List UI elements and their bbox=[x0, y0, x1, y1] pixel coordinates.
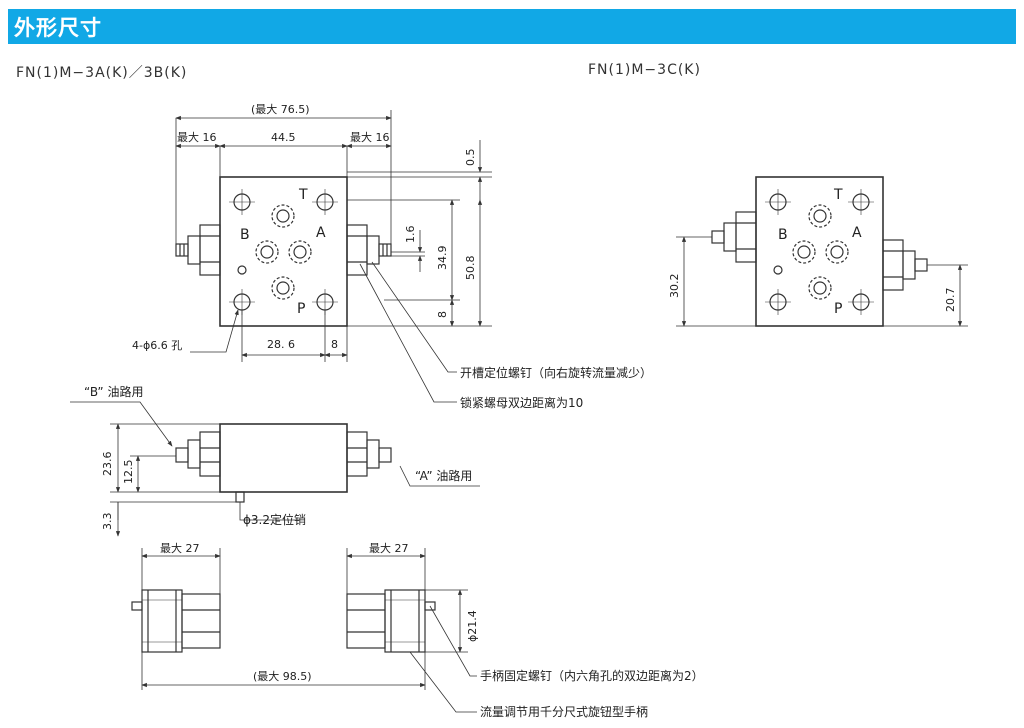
dim-right-max: 最大 16 bbox=[350, 130, 390, 144]
dim-left-max: 最大 16 bbox=[177, 130, 217, 144]
port-label-a: A bbox=[852, 225, 862, 241]
note-b-oil: “B” 油路用 bbox=[84, 384, 143, 399]
page-title: 外形尺寸 bbox=[14, 16, 102, 40]
dim-overall-max: (最大 76.5) bbox=[251, 102, 310, 116]
port-label-b: B bbox=[778, 227, 788, 243]
knob-view bbox=[131, 589, 436, 653]
note-lock-nut: 锁紧螺母双边距离为10 bbox=[460, 395, 583, 410]
port-label-b: B bbox=[240, 227, 250, 243]
port-label-a: A bbox=[316, 225, 326, 241]
dims-knob bbox=[141, 548, 477, 713]
note-knob: 流量调节用千分尺式旋钮型手柄 bbox=[480, 704, 648, 719]
dim-knob-right: 最大 27 bbox=[369, 541, 409, 555]
note-a-oil: “A” 油路用 bbox=[415, 468, 472, 483]
port-label-p: P bbox=[834, 301, 842, 317]
dim-knob-dia: ϕ21.4 bbox=[466, 610, 479, 642]
dims-3c bbox=[676, 236, 968, 327]
dim-holes: 4-ϕ6.6 孔 bbox=[132, 339, 182, 352]
dims-3a bbox=[175, 110, 492, 403]
note-slot-screw: 开槽定位螺钉（向右旋转流量减少） bbox=[460, 365, 652, 380]
dim-8-right: 8 bbox=[436, 311, 449, 318]
dim-50-8: 50.8 bbox=[464, 256, 477, 281]
dim-12-5: 12.5 bbox=[122, 460, 135, 485]
dim-23-6: 23.6 bbox=[101, 452, 114, 477]
dim-8-bottom: 8 bbox=[331, 338, 338, 351]
valve-front-view-3c bbox=[711, 176, 928, 327]
dim-knob-left: 最大 27 bbox=[160, 541, 200, 555]
port-label-t: T bbox=[833, 187, 843, 203]
dim-c-30-2: 30.2 bbox=[668, 274, 681, 299]
dim-c-20-7: 20.7 bbox=[944, 288, 957, 313]
port-label-p: P bbox=[297, 301, 305, 317]
dim-28-6: 28. 6 bbox=[267, 338, 295, 351]
dim-34-9: 34.9 bbox=[436, 246, 449, 271]
model-label-3c: FN(1)M−3C(K) bbox=[588, 62, 701, 78]
dim-text-3a: (最大 76.5) 最大 16 44.5 最大 16 0.5 1.6 34.9 … bbox=[132, 102, 652, 410]
port-label-t: T bbox=[298, 187, 308, 203]
dim-3-3: 3.3 bbox=[101, 513, 114, 531]
dims-side bbox=[70, 401, 480, 537]
note-handle-screw: 手柄固定螺钉（内六角孔的双边距离为2） bbox=[480, 668, 704, 683]
port-labels-3c: T A B P bbox=[778, 187, 862, 317]
model-label-3a-3b: FN(1)M−3A(K)／3B(K) bbox=[16, 65, 188, 81]
dim-98-5: (最大 98.5) bbox=[253, 669, 312, 683]
port-labels-3a: T A B P bbox=[240, 187, 326, 317]
valve-front-view-3a bbox=[175, 176, 392, 327]
note-pin: ϕ3.2定位销 bbox=[243, 512, 306, 527]
valve-side-view bbox=[175, 423, 392, 503]
dim-center: 44.5 bbox=[271, 131, 296, 144]
dim-gap-top: 0.5 bbox=[464, 149, 477, 167]
header-bar bbox=[8, 9, 1016, 44]
dim-1-6: 1.6 bbox=[404, 226, 417, 244]
